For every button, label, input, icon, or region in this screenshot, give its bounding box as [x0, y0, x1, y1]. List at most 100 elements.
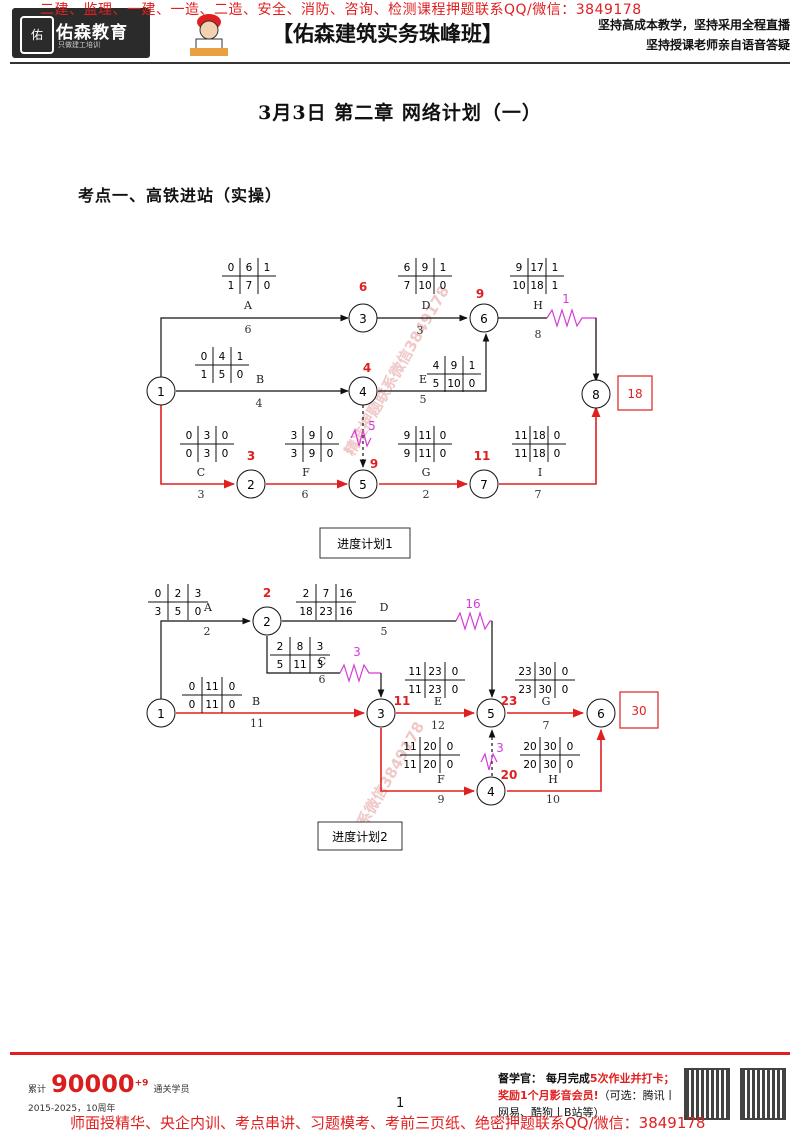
time-parameter-value: 0 — [452, 666, 459, 678]
time-parameter-value: 1 — [228, 280, 235, 292]
time-parameter-grid: 2835113 — [270, 637, 330, 673]
time-parameter-value: 30 — [538, 666, 551, 678]
time-parameter-value: 18 — [532, 448, 545, 460]
time-parameter-value: 11 — [514, 430, 527, 442]
time-parameter-value: 11 — [293, 659, 306, 671]
page-number: 1 — [396, 1096, 404, 1111]
time-parameter-value: 11 — [205, 699, 218, 711]
time-parameter-value: 10 — [512, 280, 525, 292]
time-parameter-value: 18 — [299, 606, 312, 618]
node-earliest-time: 11 — [474, 449, 491, 463]
free-float-value: 5 — [368, 419, 376, 433]
time-parameter-value: 11 — [514, 448, 527, 460]
time-parameter-value: 2 — [175, 588, 182, 600]
activity-duration: 6 — [319, 673, 326, 686]
promo-banner-bottom: 师面授精华、央企内训、考点串讲、习题模考、考前三页纸、绝密押题联系QQ/微信：3… — [70, 1112, 705, 1133]
svg-text:3: 3 — [377, 707, 385, 721]
node-1: 1 — [147, 699, 175, 727]
time-parameter-value: 3 — [204, 430, 211, 442]
svg-text:4: 4 — [487, 785, 495, 799]
free-float-wave-h — [547, 310, 596, 380]
time-parameter-grid: 061170 — [222, 258, 276, 294]
time-parameter-value: 3 — [195, 588, 202, 600]
free-float-wave-c2 — [340, 665, 381, 681]
node-earliest-time: 20 — [501, 768, 518, 782]
node-earliest-time: 4 — [363, 361, 371, 375]
svg-text:5: 5 — [359, 478, 367, 492]
activity-label: G — [422, 466, 431, 479]
time-parameter-value: 0 — [222, 430, 229, 442]
time-parameter-value: 11 — [408, 684, 421, 696]
free-float-value: 3 — [353, 645, 361, 659]
svg-text:5: 5 — [487, 707, 495, 721]
time-parameter-grid: 2030020300 — [520, 737, 580, 773]
time-parameter-value: 20 — [523, 759, 536, 771]
svg-text:3: 3 — [359, 312, 367, 326]
time-parameter-value: 18 — [532, 430, 545, 442]
activity-duration: 11 — [250, 717, 264, 730]
time-parameter-value: 3 — [204, 448, 211, 460]
time-parameter-value: 11 — [418, 448, 431, 460]
activity-label: G — [542, 695, 551, 708]
time-parameter-value: 23 — [428, 666, 441, 678]
node-8: 8 — [582, 380, 610, 408]
time-parameter-value: 3 — [155, 606, 162, 618]
node-earliest-time: 3 — [247, 449, 255, 463]
time-parameter-value: 20 — [423, 759, 436, 771]
activity-duration: 3 — [198, 488, 205, 501]
activity-label: D — [422, 299, 431, 312]
time-parameter-value: 10 — [418, 280, 431, 292]
time-parameter-value: 8 — [297, 641, 304, 653]
time-parameter-value: 1 — [469, 360, 476, 372]
activity-label: B — [256, 373, 264, 386]
qr-code-icon — [740, 1068, 786, 1120]
activity-duration: 4 — [256, 397, 263, 410]
time-parameter-value: 0 — [567, 741, 574, 753]
time-parameter-value: 16 — [339, 588, 353, 600]
time-parameter-value: 7 — [246, 280, 253, 292]
time-parameter-value: 5 — [175, 606, 182, 618]
activity-label: E — [419, 373, 427, 386]
time-parameter-value: 0 — [440, 448, 447, 460]
time-parameter-value: 23 — [518, 684, 531, 696]
time-parameter-value: 20 — [523, 741, 536, 753]
node-4: 4 — [349, 377, 377, 405]
time-parameter-value: 0 — [447, 741, 454, 753]
node-6: 6 — [470, 304, 498, 332]
node-3: 3 — [349, 304, 377, 332]
node-earliest-time: 11 — [394, 694, 411, 708]
time-parameter-value: 0 — [237, 369, 244, 381]
free-float-value: 16 — [465, 597, 480, 611]
time-parameter-grid: 030030 — [180, 426, 234, 462]
time-parameter-grid: 1120011200 — [400, 737, 460, 773]
time-parameter-value: 11 — [403, 759, 416, 771]
time-parameter-value: 3 — [317, 641, 324, 653]
time-parameter-value: 4 — [219, 351, 226, 363]
time-parameter-grid: 390390 — [285, 426, 339, 462]
time-parameter-value: 0 — [264, 280, 271, 292]
time-parameter-value: 9 — [451, 360, 458, 372]
activity-duration: 12 — [431, 719, 445, 732]
time-parameter-value: 5 — [433, 378, 440, 390]
svg-text:2: 2 — [263, 615, 271, 629]
time-parameter-value: 3 — [317, 659, 324, 671]
time-parameter-value: 30 — [543, 759, 556, 771]
activity-label: H — [548, 773, 558, 786]
time-parameter-value: 3 — [291, 448, 298, 460]
node-7: 7 — [470, 470, 498, 498]
time-parameter-value: 6 — [246, 262, 253, 274]
activity-duration: 6 — [245, 323, 252, 336]
time-parameter-value: 0 — [229, 699, 236, 711]
time-parameter-value: 1 — [552, 262, 559, 274]
time-parameter-value: 9 — [516, 262, 523, 274]
node-1: 1 — [147, 377, 175, 405]
footer-divider — [10, 1052, 790, 1055]
time-parameter-value: 23 — [518, 666, 531, 678]
time-parameter-value: 0 — [440, 280, 447, 292]
time-parameter-value: 0 — [562, 666, 569, 678]
